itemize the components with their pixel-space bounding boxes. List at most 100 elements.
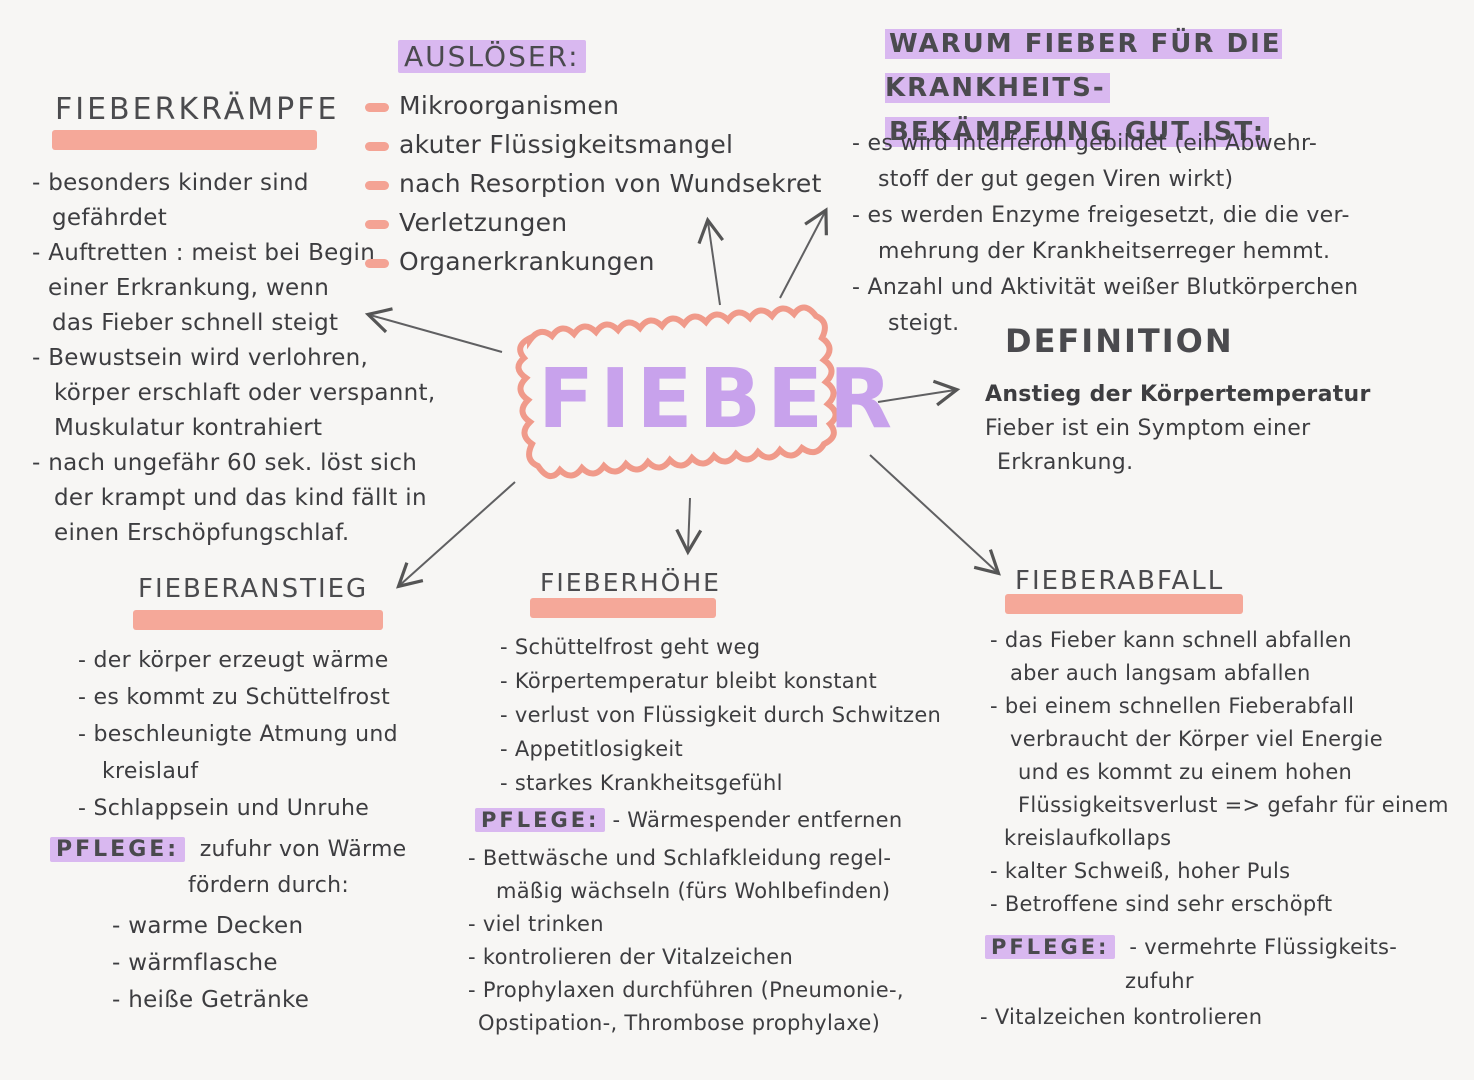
pflege-label: PFLEGE: [50,837,186,862]
fieberkraempfe-heading: FIEBERKRÄMPFE [55,92,340,127]
arrow-to-fieberabfall [869,454,1001,576]
ausloeser-list: Mikroorganismen akuter Flüssigkeitsmange… [365,86,822,281]
arrow-to-ausloeser [697,216,725,306]
list-item: - viel trinken [468,912,604,936]
list-item: - Prophylaxen durchführen (Pneumonie-, [468,978,904,1002]
list-item: mäßig wächseln (fürs Wohlbefinden) [496,879,891,903]
list-item: aber auch langsam abfallen [1010,661,1311,685]
fieberabfall-heading: FIEBERABFALL [1015,566,1225,596]
center-title: FIEBER [538,352,899,447]
fieberanstieg-underline [133,610,383,630]
pflege-text: - Wärmespender entfernen [612,808,903,832]
list-item: Organerkrankungen [365,242,822,281]
warum-heading-line1: WARUM FIEBER FÜR DIE KRANKHEITS- [885,29,1282,103]
list-item: - Anzahl und Aktivität weißer Blutkörper… [852,275,1359,300]
list-item: - warme Decken [112,913,304,939]
list-item: - kalter Schweiß, hoher Puls [990,859,1291,883]
list-item: - der körper erzeugt wärme [78,648,389,673]
pflege-label: PFLEGE: [985,935,1116,959]
list-item: akuter Flüssigkeitsmangel [365,125,822,164]
fieberabfall-underline [1005,594,1243,614]
list-item: - es wird Interferon gebildet (ein Abweh… [852,131,1318,156]
warum-heading: WARUM FIEBER FÜR DIE KRANKHEITS- BEKÄMPF… [885,22,1474,154]
fieberhoehe-text: - Schüttelfrost geht weg - Körpertempera… [500,630,941,800]
fieberhoehe-underline [530,598,716,618]
list-item: und es kommt zu einem hohen [1018,760,1353,784]
list-item: - heiße Getränke [112,987,310,1013]
list-item: - Körpertemperatur bleibt konstant [500,669,878,693]
fieberanstieg-pflege-items: - warme Decken - wärmflasche - heiße Get… [112,908,309,1019]
fieberanstieg-text: - der körper erzeugt wärme - es kommt zu… [78,642,398,827]
definition-text: Anstieg der Körpertemperatur Fieber ist … [985,378,1371,480]
bullet-mark [365,141,389,151]
list-item: - starkes Krankheitsgefühl [500,771,783,795]
pflege-text: fördern durch: [188,873,350,898]
fieberabfall-pflege: PFLEGE: - vermehrte Flüssigkeits- zufuhr [985,930,1397,998]
cloud-frame [515,304,839,479]
list-item: der krampt und das kind fällt in [54,485,427,511]
list-item: - besonders kinder sind [32,170,309,196]
arrow-to-fieberanstieg [396,481,516,589]
definition-line: Anstieg der Körpertemperatur [985,382,1371,407]
fieberanstieg-pflege: PFLEGE: zufuhr von Wärme fördern durch: [50,832,407,904]
fieberhoehe-heading: FIEBERHÖHE [540,568,721,597]
definition-heading: DEFINITION [1005,322,1234,360]
pflege-text: zufuhr [1125,969,1194,993]
pflege-text: zufuhr von Wärme [199,837,407,862]
warum-text: - es wird Interferon gebildet (ein Abweh… [852,126,1358,342]
list-item: steigt. [888,311,960,336]
list-item: - Betroffene sind sehr erschöpft [990,892,1333,916]
list-item: - bei einem schnellen Fieberabfall [990,694,1355,718]
definition-line: Erkrankung. [997,450,1134,475]
arrow-to-fieberkraempfe [364,307,503,353]
pflege-label: PFLEGE: [475,808,606,832]
fieberkraempfe-underline [52,130,317,150]
warum-heading-line2: BEKÄMPFUNG GUT IST: [885,117,1270,147]
fieberkraempfe-text: - besonders kinder sind gefährdet - Auft… [32,166,435,551]
list-item: mehrung der Krankheitserreger hemmt. [878,239,1331,264]
list-item: körper erschlaft oder verspannt, [54,380,436,406]
list-item: - verlust von Flüssigkeit durch Schwitze… [500,703,942,727]
list-item: das Fieber schnell steigt [52,310,339,336]
list-item: - es werden Enzyme freigesetzt, die die … [852,203,1350,228]
fieberabfall-last: - Vitalzeichen kontrolieren [980,1005,1263,1029]
list-item: - Auftretten : meist bei Begin [32,240,376,266]
fieberanstieg-heading: FIEBERANSTIEG [138,574,369,604]
list-item: - es kommt zu Schüttelfrost [78,685,391,710]
list-item: Muskulatur kontrahiert [54,415,323,441]
list-item: gefährdet [52,205,168,231]
fieberhoehe-pflege: PFLEGE: - Wärmespender entfernen [475,803,902,837]
list-item: kreislaufkollaps [1004,826,1172,850]
list-item: einer Erkrankung, wenn [48,275,330,301]
list-item: - beschleunigte Atmung und [78,722,398,747]
list-item: verbraucht der Körper viel Energie [1010,727,1383,751]
ausloeser-heading-text: AUSLÖSER: [398,40,586,73]
list-item: - Schlappsein und Unruhe [78,796,370,821]
bullet-mark [365,102,389,112]
arrow-to-fieberhoehe [675,497,703,556]
list-item: - Bettwäsche und Schlafkleidung regel- [468,846,892,870]
fieberabfall-text: - das Fieber kann schnell abfallen aber … [990,624,1449,921]
ausloeser-heading: AUSLÖSER: [398,40,586,73]
arrow-to-definition [877,379,961,407]
list-item: - Bewustsein wird verlohren, [32,345,369,371]
list-item: - nach ungefähr 60 sek. löst sich [32,450,418,476]
list-item: stoff der gut gegen Viren wirkt) [878,167,1234,192]
arrow-to-warum [779,207,828,299]
bullet-mark [365,258,389,268]
list-item: nach Resorption von Wundsekret [365,164,822,203]
bullet-mark [365,219,389,229]
list-item: Verletzungen [365,203,822,242]
list-item: Mikroorganismen [365,86,822,125]
list-item: Opstipation-, Thrombose prophylaxe) [478,1011,881,1035]
list-item: Flüssigkeitsverlust => gefahr für einem [1018,793,1449,817]
list-item: - wärmflasche [112,950,278,976]
list-item: - Appetitlosigkeit [500,737,684,761]
pflege-text: - vermehrte Flüssigkeits- [1129,935,1398,959]
list-item: - das Fieber kann schnell abfallen [990,628,1352,652]
list-item: kreislauf [102,759,199,784]
list-item: - kontrolieren der Vitalzeichen [468,945,794,969]
definition-line: Fieber ist ein Symptom einer [985,416,1311,441]
fieberhoehe-pflege-items: - Bettwäsche und Schlafkleidung regel- m… [468,842,904,1040]
